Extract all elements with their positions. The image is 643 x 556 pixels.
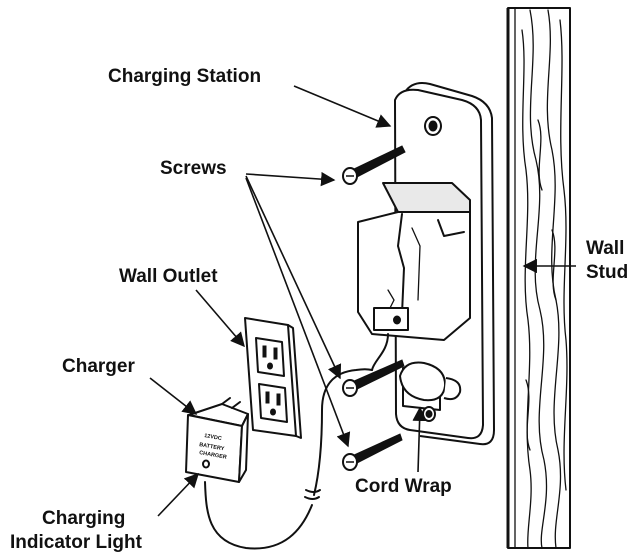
arrow-indicator-light [157, 472, 199, 517]
label-screws: Screws [160, 158, 227, 179]
arrow-charger [149, 377, 198, 415]
label-charging-station: Charging Station [108, 66, 261, 87]
arrow-screw-middle [245, 175, 342, 380]
leader-arrows [149, 85, 576, 517]
indicator-light [202, 459, 210, 469]
arrow-charging-station [293, 85, 392, 128]
wall-outlet [244, 317, 302, 439]
label-charging-indicator-line2: Indicator Light [10, 532, 143, 553]
label-charger: Charger [62, 356, 135, 377]
wall-stud [506, 7, 571, 549]
charger-text-line3: CHARGER [199, 450, 227, 461]
charger: 12VDC BATTERY CHARGER [185, 397, 249, 483]
label-wall-line2: Stud [586, 262, 628, 283]
arrow-wall-outlet [195, 289, 245, 348]
arrow-cord-wrap [412, 406, 427, 473]
charger-text-line1: 12VDC [204, 433, 223, 442]
label-charging-indicator-line1: Charging [42, 508, 125, 529]
screw-middle [342, 359, 405, 397]
arrow-screw-top [245, 171, 336, 187]
label-cord-wrap: Cord Wrap [355, 476, 452, 497]
power-cord [204, 368, 373, 550]
charger-text-line2: BATTERY [199, 442, 225, 452]
screw-top [342, 145, 406, 185]
charging-station [357, 82, 495, 446]
label-wall-outlet: Wall Outlet [119, 266, 218, 287]
label-wall-line1: Wall [586, 238, 624, 259]
arrow-screw-bottom [245, 177, 351, 448]
screw-bottom [342, 433, 403, 471]
